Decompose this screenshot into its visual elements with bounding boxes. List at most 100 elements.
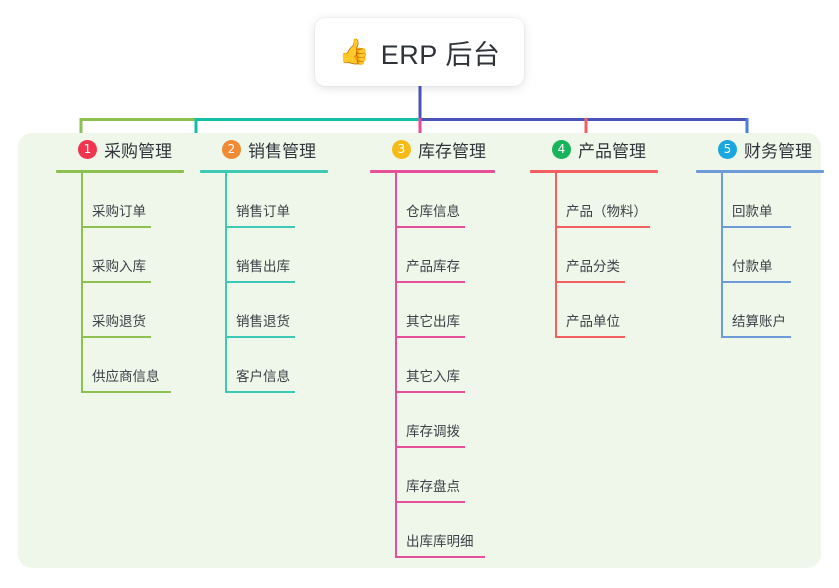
branch-item-label: 产品（物料） [566, 204, 647, 219]
branch-item-rule [81, 336, 151, 338]
branch-spine [395, 173, 397, 558]
branch-item-label: 产品分类 [566, 259, 620, 274]
branch-item-label: 付款单 [732, 259, 773, 274]
branch-column-5: 5 财务管理回款单付款单结算账户 [696, 133, 824, 338]
branch-item-label: 销售出库 [236, 259, 290, 274]
root-title: ERP 后台 [380, 39, 501, 70]
branches-panel: 1 采购管理采购订单采购入库采购退货供应商信息 2 销售管理销售订单销售出库销售退货客… [18, 133, 824, 568]
branch-item-label: 供应商信息 [92, 369, 160, 384]
branch-column-1: 1 采购管理采购订单采购入库采购退货供应商信息 [56, 133, 184, 393]
branch-header-4[interactable]: 4 产品管理 [530, 133, 658, 165]
branch-header-1[interactable]: 1 采购管理 [56, 133, 184, 165]
branch-header-5[interactable]: 5 财务管理 [696, 133, 824, 165]
root-node[interactable]: 👍 ERP 后台 [315, 18, 524, 86]
branch-item-rule [395, 446, 465, 448]
branch-item-list: 产品（物料） 产品分类产品单位 [530, 173, 658, 338]
branch-item-label: 结算账户 [732, 314, 786, 329]
branch-item-list: 销售订单销售出库销售退货客户信息 [200, 173, 328, 393]
branch-item-label: 销售订单 [236, 204, 290, 219]
branch-number-badge: 3 [392, 139, 411, 159]
branch-item-rule [225, 391, 295, 393]
branch-item-label: 其它出库 [406, 314, 460, 329]
branch-item[interactable]: 其它出库 [370, 283, 495, 338]
branch-title: 产品管理 [578, 141, 646, 161]
branch-item[interactable]: 回款单 [696, 173, 824, 228]
branch-item-label: 采购退货 [92, 314, 146, 329]
branch-item-label: 客户信息 [236, 369, 290, 384]
branch-number-badge: 1 [78, 139, 97, 159]
branch-item-label: 采购入库 [92, 259, 146, 274]
branch-item-label: 销售退货 [236, 314, 290, 329]
branch-item-label: 仓库信息 [406, 204, 460, 219]
branch-header-rule [56, 170, 184, 173]
branch-column-4: 4 产品管理产品（物料） 产品分类产品单位 [530, 133, 658, 338]
branch-item-rule [225, 281, 295, 283]
branch-header-rule [370, 170, 495, 173]
branch-item-rule [395, 556, 485, 558]
branch-item[interactable]: 结算账户 [696, 283, 824, 338]
branch-number-badge: 5 [718, 139, 737, 159]
branch-title: 销售管理 [248, 141, 316, 161]
branch-spine [555, 173, 557, 338]
branch-item-label: 库存盘点 [406, 479, 460, 494]
branch-item-rule [81, 226, 151, 228]
branch-column-2: 2 销售管理销售订单销售出库销售退货客户信息 [200, 133, 328, 393]
branch-item[interactable]: 产品单位 [530, 283, 658, 338]
branch-item-list: 回款单付款单结算账户 [696, 173, 824, 338]
branch-item-label: 采购订单 [92, 204, 146, 219]
branch-item[interactable]: 销售订单 [200, 173, 328, 228]
branch-header-rule [200, 170, 328, 173]
branch-item[interactable]: 客户信息 [200, 338, 328, 393]
branch-title: 采购管理 [104, 141, 172, 161]
branch-header-3[interactable]: 3 库存管理 [370, 133, 495, 165]
thumbs-up-icon: 👍 [338, 37, 370, 66]
branch-item-label: 库存调拨 [406, 424, 460, 439]
branch-item[interactable]: 出库库明细 [370, 503, 495, 558]
branch-item-label: 回款单 [732, 204, 773, 219]
branch-item-list: 采购订单采购入库采购退货供应商信息 [56, 173, 184, 393]
branch-item[interactable]: 付款单 [696, 228, 824, 283]
branch-column-3: 3 库存管理仓库信息产品库存其它出库其它入库库存调拨库存盘点出库库明细 [370, 133, 495, 558]
branch-spine [225, 173, 227, 393]
branch-item[interactable]: 仓库信息 [370, 173, 495, 228]
branch-item-rule [555, 336, 625, 338]
branch-header-2[interactable]: 2 销售管理 [200, 133, 328, 165]
branch-item-rule [395, 336, 465, 338]
branch-item-rule [395, 391, 465, 393]
branch-item-rule [225, 226, 295, 228]
branch-item-rule [721, 226, 791, 228]
branch-item[interactable]: 销售退货 [200, 283, 328, 338]
branch-item-rule [721, 336, 791, 338]
branch-item-rule [555, 226, 650, 228]
branch-item-rule [81, 281, 151, 283]
branch-spine [721, 173, 723, 338]
branch-item-label: 其它入库 [406, 369, 460, 384]
branch-item[interactable]: 采购退货 [56, 283, 184, 338]
branch-item[interactable]: 产品（物料） [530, 173, 658, 228]
branch-spine [81, 173, 83, 393]
branch-item-rule [395, 281, 465, 283]
branch-item-label: 出库库明细 [406, 534, 474, 549]
branch-title: 财务管理 [744, 141, 812, 161]
branch-item[interactable]: 销售出库 [200, 228, 328, 283]
branch-item-rule [721, 281, 791, 283]
branch-item[interactable]: 采购订单 [56, 173, 184, 228]
branch-title: 库存管理 [418, 141, 486, 161]
branch-item[interactable]: 库存调拨 [370, 393, 495, 448]
branch-item-list: 仓库信息产品库存其它出库其它入库库存调拨库存盘点出库库明细 [370, 173, 495, 558]
branch-item-rule [395, 501, 465, 503]
branch-number-badge: 2 [222, 139, 241, 159]
branch-item-rule [81, 391, 171, 393]
branch-item[interactable]: 产品库存 [370, 228, 495, 283]
branch-number-badge: 4 [552, 139, 571, 159]
branch-item[interactable]: 产品分类 [530, 228, 658, 283]
branch-item[interactable]: 库存盘点 [370, 448, 495, 503]
branch-item-rule [395, 226, 465, 228]
branch-item[interactable]: 采购入库 [56, 228, 184, 283]
branch-item[interactable]: 其它入库 [370, 338, 495, 393]
branch-item-label: 产品单位 [566, 314, 620, 329]
branch-item-label: 产品库存 [406, 259, 460, 274]
branch-header-rule [530, 170, 658, 173]
branch-item[interactable]: 供应商信息 [56, 338, 184, 393]
